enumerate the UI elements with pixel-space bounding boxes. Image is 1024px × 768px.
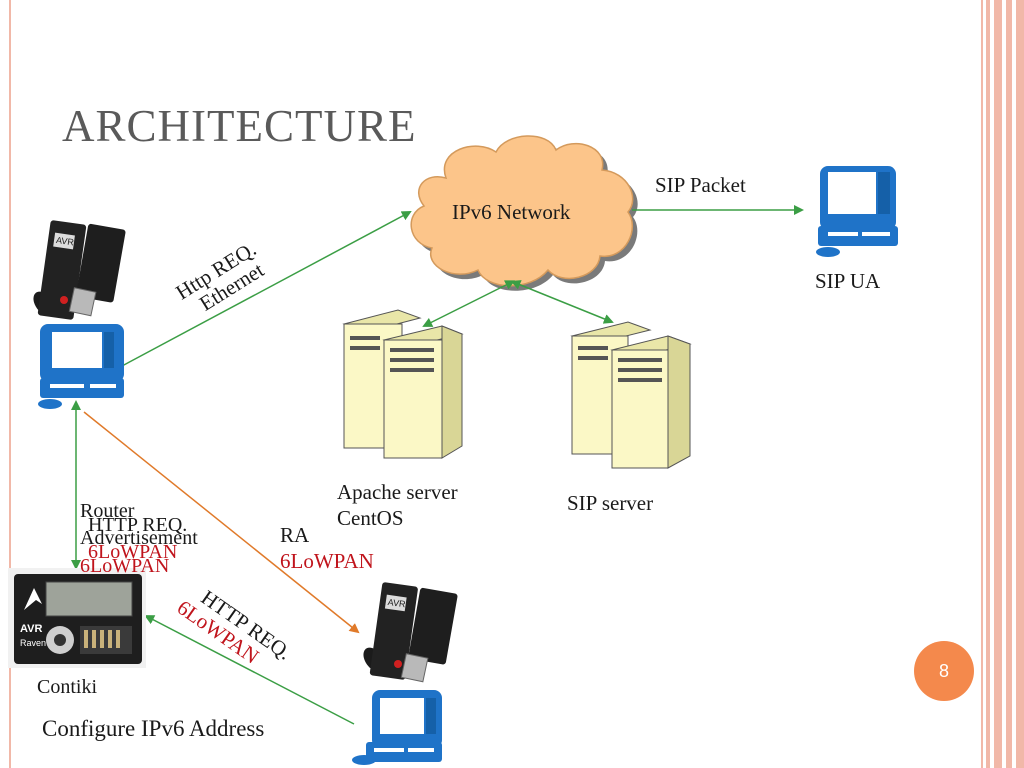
- computer-bottom: [352, 690, 442, 765]
- avr-usb-stick-bottom: AVR: [363, 582, 458, 683]
- sip-server-label: SIP server: [567, 491, 654, 515]
- sip-packet-label: SIP Packet: [655, 173, 746, 197]
- ipv6-network-cloud: [410, 135, 638, 291]
- raven-board-avr-label: AVR: [20, 623, 42, 635]
- configure-ipv6-label: Configure IPv6 Address: [42, 716, 265, 741]
- usb-stick-label-bottom: AVR: [387, 597, 407, 609]
- sip-server-icon: [570, 321, 692, 469]
- router-advertisement-6lowpan: 6LoWPAN: [80, 555, 170, 577]
- sip-ua-label: SIP UA: [815, 269, 881, 293]
- apache-server-label-line-2: CentOS: [337, 506, 404, 530]
- http-req-left-label: HTTP REQ.: [88, 514, 188, 536]
- http-ethernet-arrow: [121, 211, 412, 367]
- slide-border: [9, 0, 1024, 768]
- avr-usb-stick-left: AVR: [33, 220, 126, 320]
- ipv6-network-label: IPv6 Network: [452, 200, 571, 224]
- contiki-label: Contiki: [37, 676, 98, 698]
- avr-raven-board: AVR Raven: [8, 568, 146, 668]
- router-label: Router: [80, 500, 135, 522]
- slide-title: ARCHITECTURE: [62, 101, 417, 151]
- ra-6lowpan-label: 6LoWPAN: [280, 549, 374, 573]
- apache-server-icon: [342, 309, 464, 459]
- apache-link-arrow: [422, 280, 516, 327]
- computer-sip-ua: [816, 166, 898, 257]
- advertisement-label: Advertisement: [80, 527, 198, 549]
- computer-left: [38, 324, 124, 409]
- page-number-badge: 8: [914, 641, 974, 701]
- usb-stick-label-left: AVR: [55, 235, 75, 247]
- ra-label: RA: [280, 523, 310, 547]
- http-6lowpan-arrow: [144, 615, 355, 725]
- raven-board-raven-label: Raven: [20, 638, 46, 648]
- apache-server-label-line-1: Apache server: [337, 480, 458, 504]
- arrows: [71, 205, 804, 725]
- ra-arrow: [83, 411, 360, 634]
- sip-server-link-arrow: [510, 280, 614, 324]
- http-req-left-6lowpan: 6LoWPAN: [88, 541, 178, 563]
